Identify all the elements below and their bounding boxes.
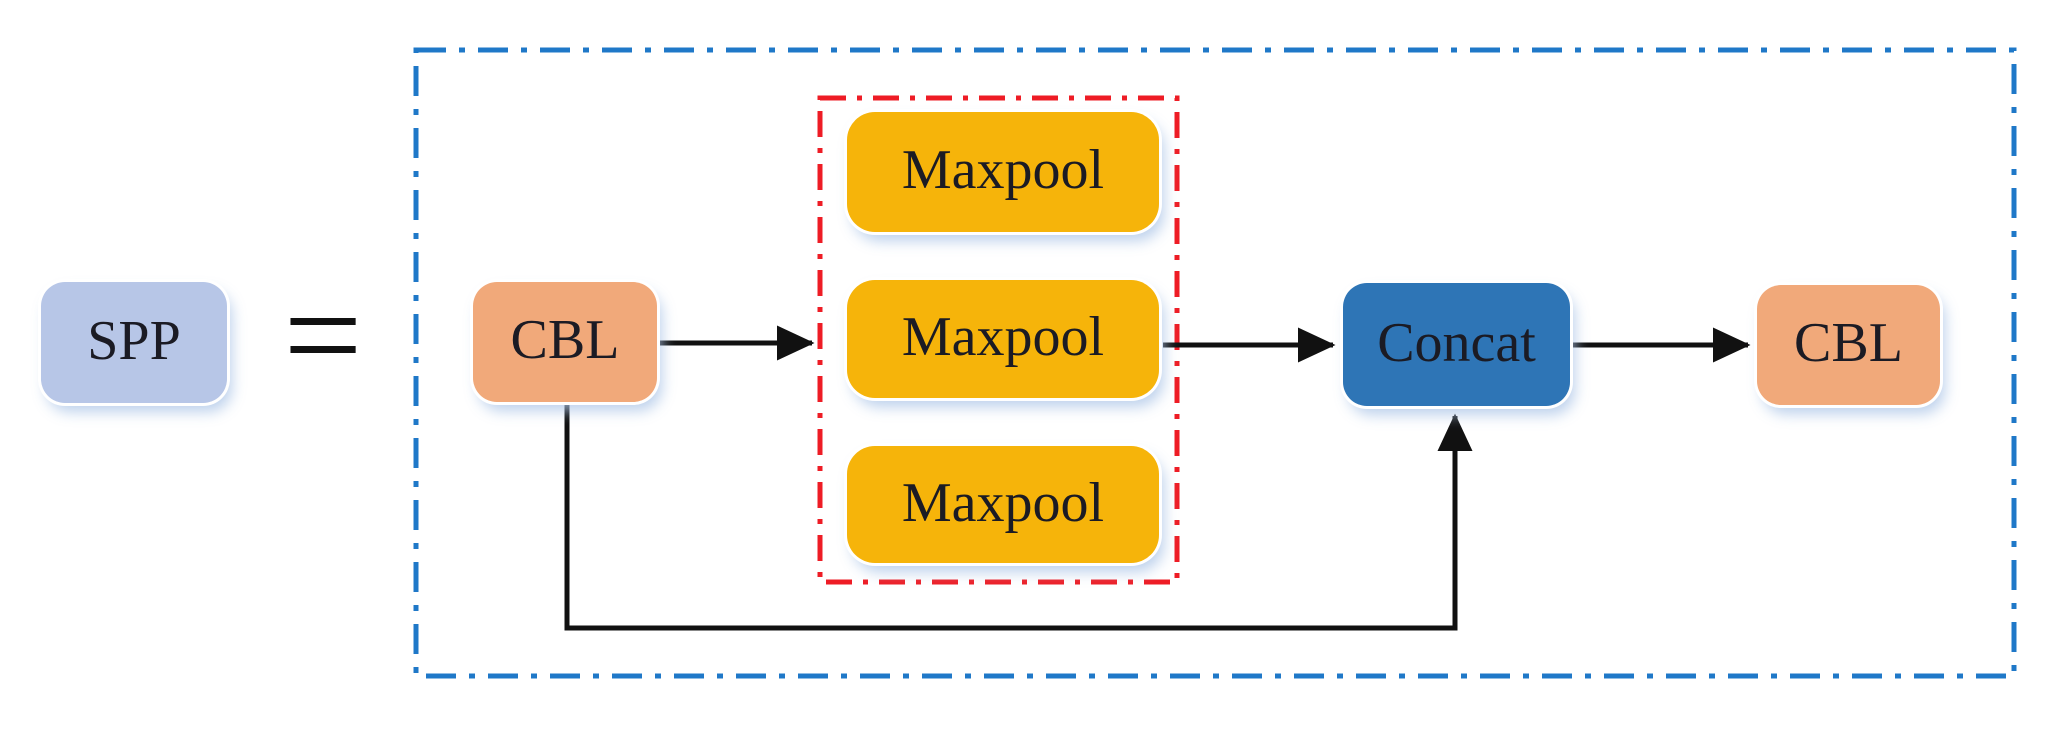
maxpool-node-2-label: Maxpool: [901, 306, 1105, 368]
maxpool-node-1: Maxpool: [847, 112, 1159, 232]
maxpool-node-3-label: Maxpool: [901, 471, 1105, 534]
maxpool-group-boundary: [817, 95, 1180, 585]
cbl-input-node: CBL: [473, 282, 657, 402]
maxpool-node-3: Maxpool: [847, 446, 1159, 563]
cbl-output-node-label: CBL: [1794, 312, 1903, 374]
equals-sign: =: [283, 257, 363, 413]
cbl-input-node-label: CBL: [510, 309, 620, 371]
maxpool-node-2: Maxpool: [847, 280, 1159, 398]
spp-expansion-boundary: [413, 47, 2017, 679]
concat-node-label: Concat: [1377, 311, 1536, 374]
arrow-cbl-skip-to-concat: [564, 403, 1473, 631]
spp-node: SPP: [41, 282, 227, 403]
concat-node: Concat: [1343, 283, 1570, 406]
cbl-output-node: CBL: [1757, 285, 1940, 405]
maxpool-node-1-label: Maxpool: [901, 139, 1105, 201]
spp-node-label: SPP: [87, 309, 181, 372]
